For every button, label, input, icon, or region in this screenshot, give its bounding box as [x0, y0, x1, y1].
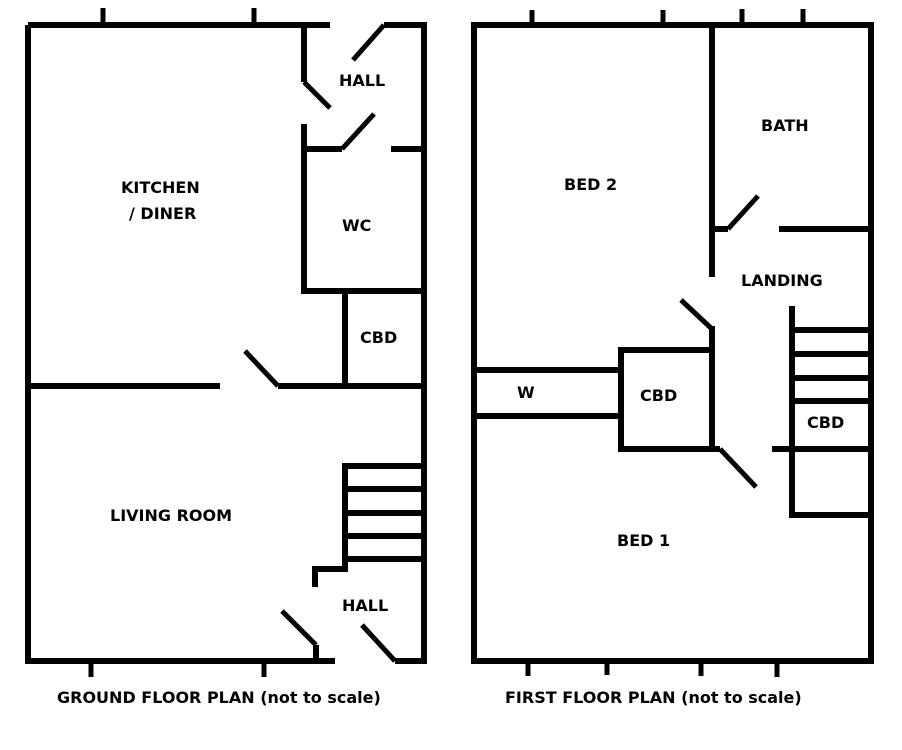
gf-living-door[interactable]: [280, 609, 318, 647]
ff-label-bed1: BED 1: [617, 531, 670, 550]
gf-label-hall-bottom: HALL: [342, 596, 388, 615]
gf-outer-wall-top-right: [384, 22, 427, 664]
gf-label-cbd: CBD: [360, 328, 397, 347]
gf-back-door[interactable]: [360, 623, 397, 663]
gf-label-kitchen: KITCHEN: [121, 178, 200, 197]
gf-label-living-room: LIVING ROOM: [110, 506, 232, 525]
first-floor-plan: BATH BED 2 LANDING W CBD CBD BED 1 FIRST…: [471, 9, 874, 707]
ff-label-bed2: BED 2: [564, 175, 617, 194]
gf-kitchen-door[interactable]: [243, 349, 280, 388]
ff-label-cbd-center: CBD: [640, 386, 677, 405]
ff-caption: FIRST FLOOR PLAN (not to scale): [505, 688, 802, 707]
gf-stair-bottom: [312, 556, 424, 587]
gf-outer-wall-left-bottom: [25, 25, 335, 664]
ff-label-cbd-right: CBD: [807, 413, 844, 432]
gf-hall-door-top[interactable]: [351, 23, 386, 62]
gf-label-diner: / DINER: [129, 204, 196, 223]
ff-stairs-left-wall: [789, 306, 871, 518]
ff-outer-wall: [471, 22, 874, 664]
ff-label-landing: LANDING: [741, 271, 823, 290]
gf-label-wc: WC: [342, 216, 371, 235]
gf-stairs-outline: [342, 463, 424, 569]
ground-floor-plan: HALL KITCHEN / DINER WC CBD LIVING ROOM …: [25, 8, 427, 707]
ff-bath-door[interactable]: [726, 194, 760, 231]
ff-label-bath: BATH: [761, 116, 809, 135]
ff-bed2-door[interactable]: [679, 298, 714, 331]
gf-label-hall-top: HALL: [339, 71, 385, 90]
ff-cbd-center: [618, 347, 720, 452]
gf-wc-left-wall: [301, 124, 424, 294]
ff-bed1-door[interactable]: [718, 447, 758, 489]
gf-wc-door[interactable]: [340, 112, 376, 151]
gf-caption: GROUND FLOOR PLAN (not to scale): [57, 688, 381, 707]
gf-front-door[interactable]: [302, 80, 332, 110]
ff-label-wardrobe: W: [517, 383, 535, 402]
